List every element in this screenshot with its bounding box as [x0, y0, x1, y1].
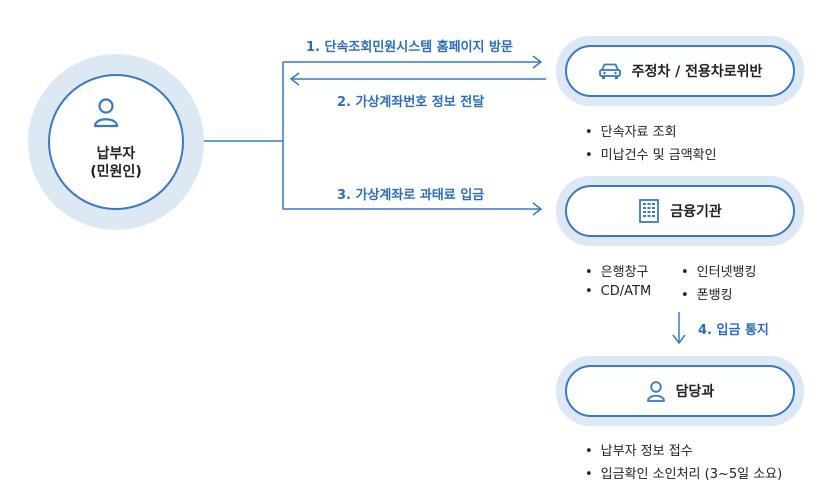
- step3-label: 3. 가상계좌로 과태료 입금: [337, 188, 485, 203]
- officer-bullet-1: 납부자 정보 접수: [585, 440, 693, 459]
- bank-bullet-2: 인터넷뱅킹: [681, 261, 757, 280]
- bank-bullet-4: 폰뱅킹: [681, 284, 733, 303]
- arrow-head-step2: [289, 72, 300, 86]
- step2-label: 2. 가상계좌번호 정보 전달: [337, 95, 485, 110]
- step4-label: 4. 입금 통지: [698, 323, 769, 338]
- step1-label: 1. 단속조회민원시스템 홈페이지 방문: [306, 40, 513, 55]
- payer-node: [48, 74, 184, 210]
- arrow-head-step1: [532, 55, 543, 69]
- parking-bullet-2: 미납건수 및 금액확인: [585, 144, 717, 163]
- bank-bullet-3: CD/ATM: [585, 284, 652, 299]
- car-icon: [598, 63, 621, 79]
- arrow-head-step3: [532, 202, 543, 216]
- payer-label-line2: (민원인): [90, 164, 142, 180]
- payer-label-line1: 납부자: [96, 146, 136, 162]
- person-icon: [646, 381, 665, 402]
- building-icon: [639, 199, 660, 223]
- officer-node-label: 담당과: [675, 384, 715, 400]
- parking-node: 주정차 / 전용차로위반: [565, 45, 795, 97]
- parking-bullet-1: 단속자료 조회: [585, 121, 677, 140]
- payer-label: 납부자 (민원인): [48, 145, 184, 181]
- officer-node: 담당과: [565, 365, 795, 417]
- bank-node: 금융기관: [565, 185, 795, 237]
- officer-bullet-2: 입금확인 소인처리 (3~5일 소요): [585, 463, 783, 482]
- arrow-head-step4: [672, 334, 686, 345]
- bank-node-label: 금융기관: [670, 204, 722, 220]
- person-icon: [93, 98, 119, 128]
- parking-node-label: 주정차 / 전용차로위반: [631, 64, 763, 80]
- bank-bullet-1: 은행창구: [585, 261, 649, 280]
